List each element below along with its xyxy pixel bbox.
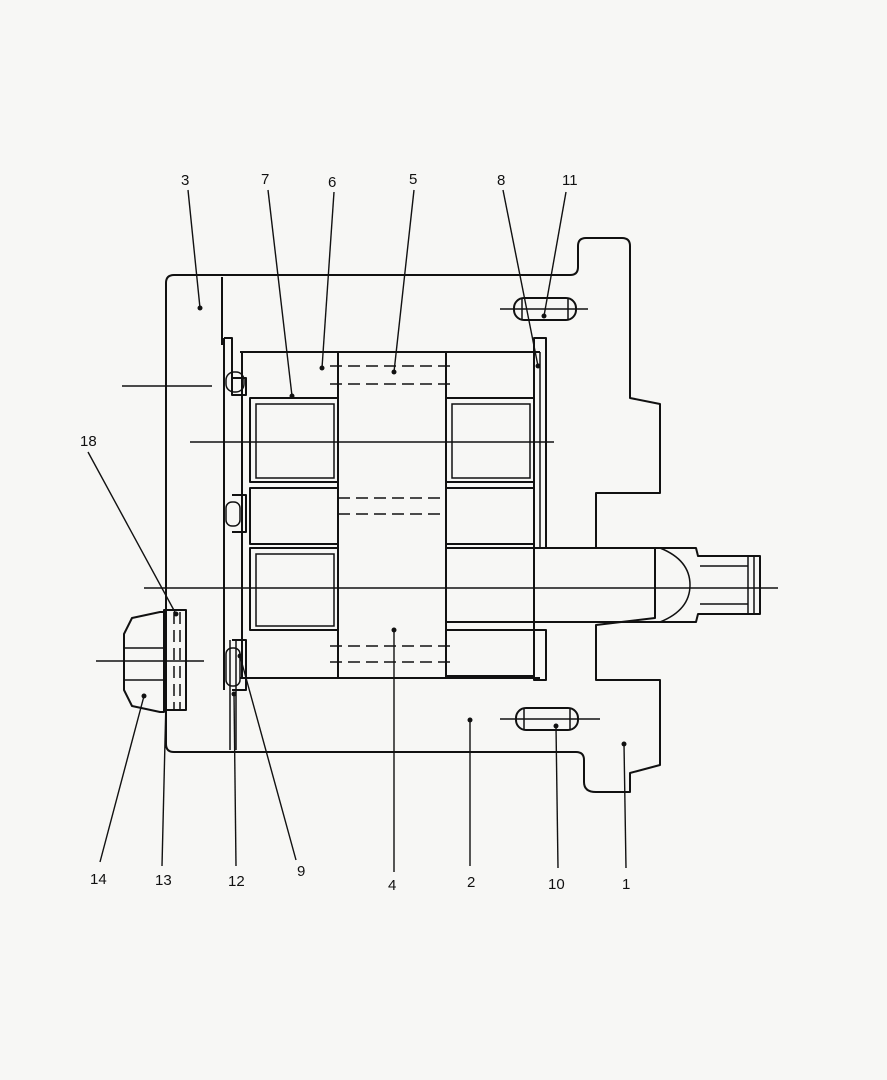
label-part-18: 18 bbox=[80, 433, 97, 450]
drive-gear-assembly bbox=[249, 352, 535, 678]
dowel-pin-top bbox=[500, 297, 588, 321]
center-lines bbox=[96, 385, 778, 662]
label-part-5: 5 bbox=[409, 171, 417, 188]
part-labels: 3 7 6 5 8 11 18 14 13 12 9 4 2 10 1 bbox=[80, 171, 630, 894]
label-part-14: 14 bbox=[90, 871, 107, 888]
label-part-1: 1 bbox=[622, 876, 630, 893]
label-part-4: 4 bbox=[388, 877, 396, 894]
label-part-3: 3 bbox=[181, 172, 189, 189]
label-part-12: 12 bbox=[228, 873, 245, 890]
label-part-13: 13 bbox=[155, 872, 172, 889]
label-part-2: 2 bbox=[467, 874, 475, 891]
side-plate-left bbox=[223, 337, 247, 691]
leader-lines bbox=[87, 189, 627, 872]
side-plate-right bbox=[533, 337, 547, 681]
drive-shaft bbox=[446, 547, 761, 623]
pump-housing bbox=[165, 237, 661, 793]
label-part-9: 9 bbox=[297, 863, 305, 880]
label-part-10: 10 bbox=[548, 876, 565, 893]
dowel-pin-bottom bbox=[500, 707, 600, 731]
label-part-11: 11 bbox=[562, 172, 578, 189]
label-part-8: 8 bbox=[497, 172, 505, 189]
label-part-6: 6 bbox=[328, 174, 336, 191]
cover-bolt bbox=[123, 609, 187, 713]
label-part-7: 7 bbox=[261, 171, 269, 188]
